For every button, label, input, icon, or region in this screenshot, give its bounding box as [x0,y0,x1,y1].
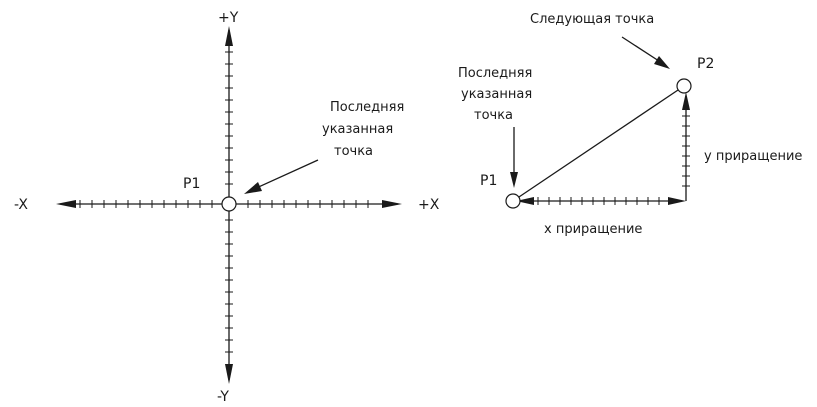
y-increment-label: y приращение [704,149,802,164]
right-callout-line-3: точка [474,108,513,123]
left-callout-line-1: Последняя [330,100,404,115]
point-p1-marker [505,193,521,209]
point-label-p1-right: P1 [480,173,497,189]
axis-label-neg-y: -Y [217,389,229,405]
axis-label-neg-x: -X [14,197,28,213]
x-increment-label: x приращение [544,222,642,237]
right-callout-line-2: указанная [461,87,532,102]
axis-label-pos-y: +Y [218,10,239,26]
left-callout-line-2: указанная [322,122,393,137]
y-axis-pos-arrowhead [225,26,233,46]
left-callout-line-3: точка [334,144,373,159]
point-label-p2: P2 [697,56,714,72]
x-axis-ticks [79,200,369,208]
y-axis-ticks [225,51,233,353]
x-axis-pos-arrowhead [382,200,402,208]
p2-callout-arrowhead [654,56,670,69]
y-increment-ticks [682,115,690,187]
origin-point-marker [221,196,237,212]
x-axis-neg-arrowhead [56,200,76,208]
right-callout-line-1: Последняя [458,66,532,81]
p1-callout-arrowhead [510,172,518,188]
next-point-label: Следующая точка [530,12,654,27]
x-increment-ticks [537,197,660,205]
right-diagram: Следующая точка P2 P1 Последняя указанна… [458,12,802,237]
y-increment-arrowhead-top [682,92,690,110]
p1-to-p2-line [512,85,685,202]
y-axis-neg-arrowhead [225,364,233,384]
p2-callout-arrow [621,36,663,64]
left-callout-arrowhead [244,182,262,194]
point-p2-marker [676,78,692,94]
x-increment-arrowhead-left [516,197,534,205]
left-diagram: +Y -Y +X -X P1 Последняя указанная точка [14,10,440,405]
x-increment-arrowhead-right [668,197,686,205]
point-label-p1-left: P1 [183,176,200,192]
axis-label-pos-x: +X [418,197,440,213]
left-callout-arrow [251,159,319,191]
